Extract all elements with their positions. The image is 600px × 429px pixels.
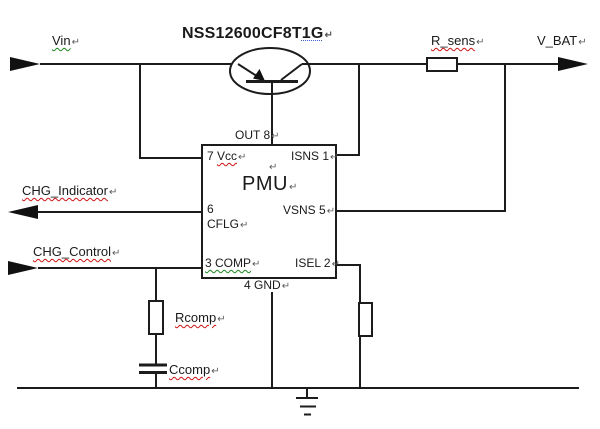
rcomp-label: Rcomp↵ (175, 310, 226, 325)
rsens-label: R_sens↵ (431, 33, 485, 48)
wire-vsns-branch (336, 64, 506, 212)
chg-control-label: CHG_Control↵ (33, 244, 121, 259)
vin-label: Vin↵ (52, 33, 80, 48)
pin-cflg-number: 6 (207, 202, 214, 216)
vbat-arrow-icon (558, 57, 588, 71)
resistor-isel (358, 302, 373, 337)
ccomp-label: Ccomp↵ (169, 362, 220, 377)
pin-cflg-label: CFLG↵ (207, 217, 249, 231)
pmu-name-label: PMU↵ (242, 173, 298, 195)
resistor-rsens (426, 57, 458, 72)
vin-arrow-icon (10, 57, 40, 71)
pin-out8-label: OUT 8↵ (235, 128, 280, 142)
wire-vcc-branch (139, 64, 202, 159)
pin-vcc-label: 7 Vcc↵ (207, 149, 247, 163)
wire-isns-branch (336, 64, 360, 156)
pin-isel-label: ISEL 2↵ (295, 256, 340, 270)
stray-return-mark: ↵ (269, 162, 278, 173)
pin-comp-label: 3 COMP↵ (205, 256, 261, 270)
chg-indicator-label: CHG_Indicator↵ (22, 183, 118, 198)
transistor-collector-diagonal (280, 63, 303, 81)
chg-indicator-arrow-icon (8, 205, 38, 219)
pin-isns-label: ISNS 1↵ (291, 149, 339, 163)
pin-vsns-label: VSNS 5↵ (283, 203, 336, 217)
pin-gnd-label: 4 GND↵ (243, 278, 292, 293)
part-number-title: NSS12600CF8T1G↵ (182, 25, 334, 42)
vbat-label: V_BAT↵ (537, 33, 587, 48)
transistor-emitter-arrowhead-icon (253, 69, 265, 81)
wire-isel-branch (336, 264, 361, 303)
transistor-body (229, 47, 311, 95)
pmu-box (201, 144, 337, 279)
resistor-rcomp (148, 300, 164, 335)
chg-control-arrow-icon (8, 261, 38, 275)
